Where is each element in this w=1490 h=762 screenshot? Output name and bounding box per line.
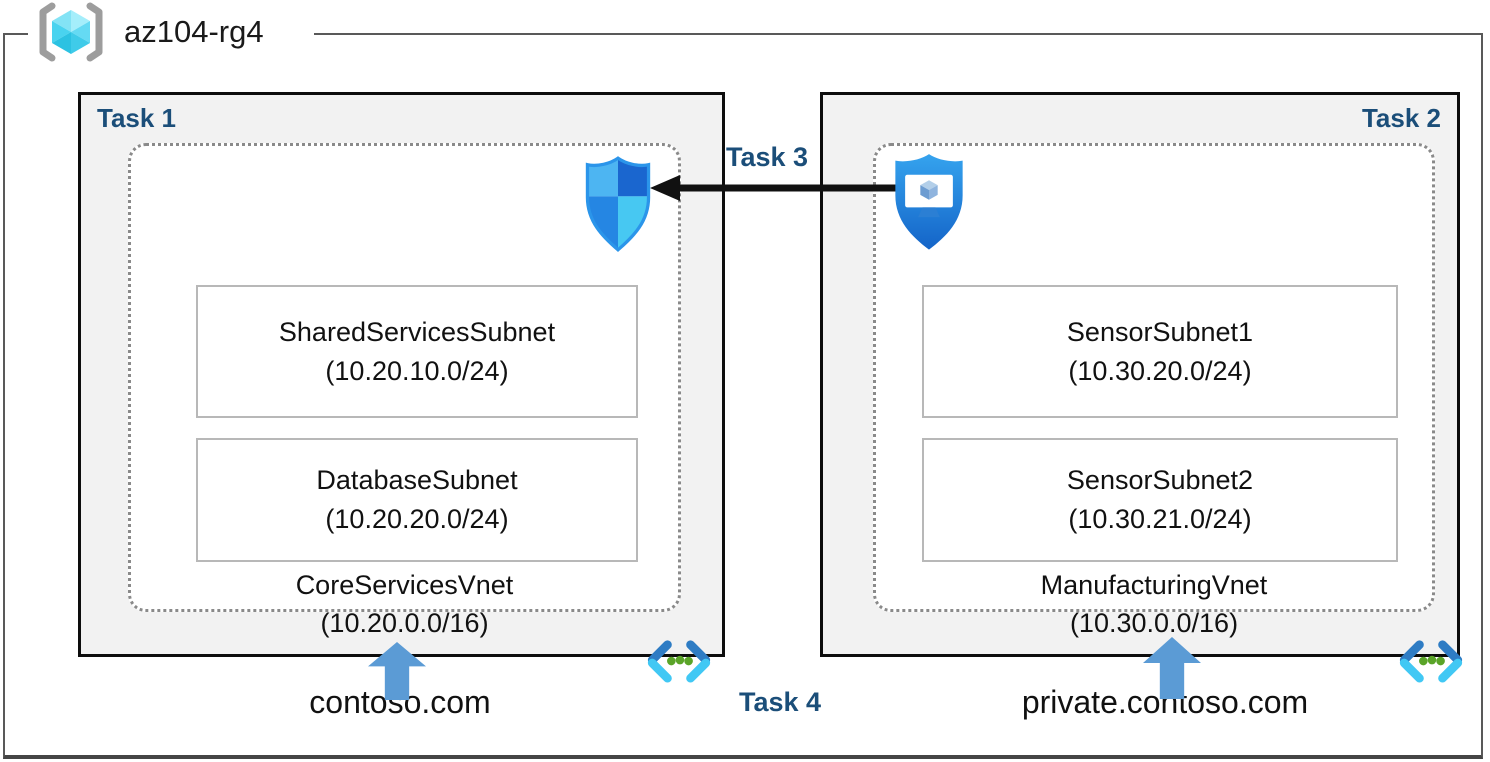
core-services-vnet-boundary: SharedServicesSubnet (10.20.10.0/24) Dat…	[128, 143, 711, 683]
subnet-name: DatabaseSubnet	[316, 465, 518, 495]
task2-label: Task 2	[1361, 103, 1441, 133]
subnet-cidr: (10.30.21.0/24)	[1068, 504, 1252, 534]
sensor-subnet1-box: SensorSubnet1 (10.30.20.0/24)	[922, 285, 1398, 418]
vnet-cidr: (10.30.0.0/16)	[1069, 608, 1239, 638]
sensor-subnet2-box: SensorSubnet2 (10.30.21.0/24)	[922, 438, 1398, 562]
virtual-network-icon	[1399, 640, 1463, 683]
task1-label: Task 1	[97, 103, 177, 133]
subnet-cidr: (10.20.10.0/24)	[325, 355, 509, 386]
resource-group-header: az104-rg4	[28, 0, 314, 64]
vnet-cidr: (10.20.0.0/16)	[320, 608, 489, 638]
network-security-group-shield-icon	[585, 156, 651, 252]
core-services-vnet-label: CoreServicesVnet (10.20.0.0/16)	[131, 566, 678, 642]
subnet-name: SensorSubnet1	[1066, 316, 1254, 347]
manufacturing-vnet-boundary: SensorSubnet1 (10.30.20.0/24) SensorSubn…	[873, 143, 1463, 683]
database-subnet-box: DatabaseSubnet (10.20.20.0/24)	[196, 438, 638, 562]
task4-label: Task 4	[738, 687, 822, 717]
vnet-name: CoreServicesVnet	[295, 570, 514, 600]
vnet-name: ManufacturingVnet	[1040, 570, 1268, 600]
task2-box: Task 2 SensorSubnet1 (10.30.20.0/24) Sen…	[820, 92, 1463, 683]
task3-label: Task 3	[725, 142, 809, 172]
resource-group-icon	[39, 2, 103, 62]
bastion-shield-monitor-icon	[895, 154, 963, 250]
virtual-network-icon	[647, 640, 711, 683]
subnet-cidr: (10.30.20.0/24)	[1068, 355, 1252, 386]
resource-group-title: az104-rg4	[124, 14, 264, 49]
subnet-cidr: (10.20.20.0/24)	[325, 504, 509, 534]
shared-services-subnet-box: SharedServicesSubnet (10.20.10.0/24)	[196, 285, 638, 418]
subnet-name: SharedServicesSubnet	[278, 316, 556, 347]
subnet-name: SensorSubnet2	[1066, 465, 1254, 495]
manufacturing-vnet-label: ManufacturingVnet (10.30.0.0/16)	[876, 566, 1432, 642]
black-left-arrow	[650, 175, 898, 201]
